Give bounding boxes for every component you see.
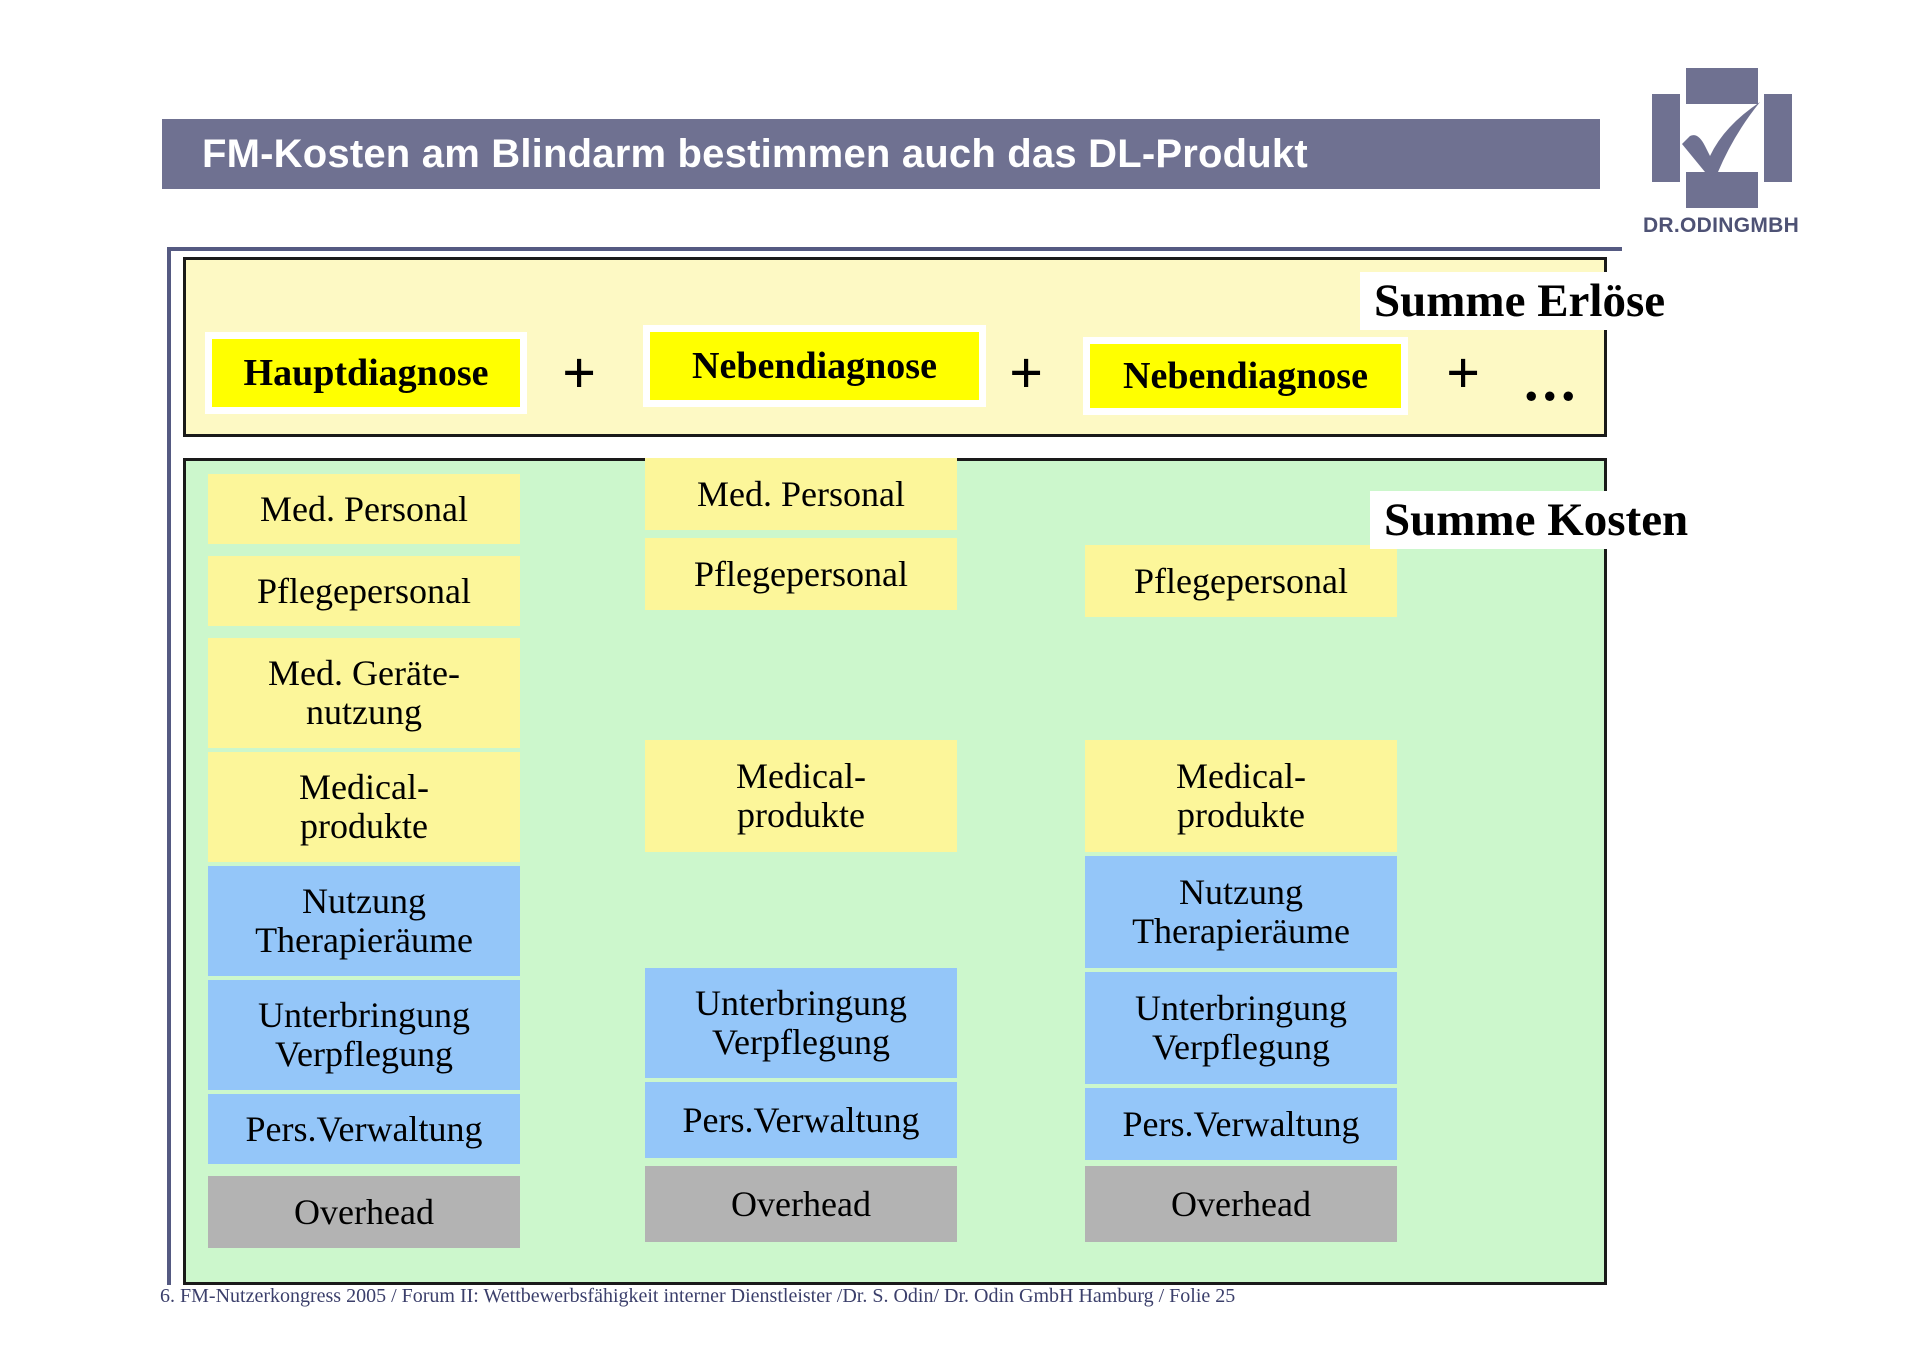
cost-item[interactable]: Medical-produkte: [1085, 740, 1397, 852]
company-logo: DR.ODINGMBH: [1630, 68, 1812, 248]
cost-item[interactable]: Medical-produkte: [208, 752, 520, 862]
plus-operator-3: +: [1446, 340, 1481, 406]
frame-top-rule: [167, 247, 1622, 251]
cost-item-label: Overhead: [731, 1183, 871, 1224]
cost-item-label: Medical-produkte: [299, 767, 429, 846]
cost-item[interactable]: Pers.Verwaltung: [645, 1082, 957, 1158]
cost-item[interactable]: Overhead: [645, 1166, 957, 1242]
ellipsis-marker: ...: [1524, 348, 1580, 413]
logo-wordmark: DR.ODINGMBH: [1642, 214, 1800, 237]
cost-item[interactable]: Overhead: [1085, 1166, 1397, 1242]
cost-item[interactable]: Medical-produkte: [645, 740, 957, 852]
cost-item[interactable]: Overhead: [208, 1176, 520, 1248]
cost-item[interactable]: Pflegepersonal: [208, 556, 520, 626]
cost-item-label: Pflegepersonal: [694, 553, 908, 594]
cost-item-label: Pers.Verwaltung: [682, 1099, 920, 1140]
summe-erloese-label: Summe Erlöse: [1360, 272, 1680, 330]
cost-item[interactable]: Pers.Verwaltung: [1085, 1088, 1397, 1160]
cost-item-label: Medical-produkte: [1176, 756, 1306, 835]
cost-item-label: Med. Geräte-nutzung: [268, 653, 460, 732]
cost-item-label: Overhead: [1171, 1183, 1311, 1224]
cost-item-label: Pflegepersonal: [257, 570, 471, 611]
cost-item-label: Pflegepersonal: [1134, 560, 1348, 601]
frame-left-rule: [167, 247, 171, 1285]
slide-title-bar: FM-Kosten am Blindarm bestimmen auch das…: [162, 119, 1600, 189]
page-title: FM-Kosten am Blindarm bestimmen auch das…: [202, 131, 1308, 176]
cost-item[interactable]: Med. Geräte-nutzung: [208, 638, 520, 748]
cost-item[interactable]: Pflegepersonal: [645, 538, 957, 610]
cost-item-label: Overhead: [294, 1191, 434, 1232]
cost-item-label: Med. Personal: [697, 473, 905, 514]
plus-operator-1: +: [562, 340, 597, 406]
cost-item-label: Medical-produkte: [736, 756, 866, 835]
summe-kosten-label: Summe Kosten: [1370, 491, 1703, 549]
plus-operator-2: +: [1009, 340, 1044, 406]
cost-item[interactable]: Med. Personal: [208, 474, 520, 544]
cost-item[interactable]: Pers.Verwaltung: [208, 1094, 520, 1164]
cost-item-label: Med. Personal: [260, 488, 468, 529]
checkmark-icon: [1682, 102, 1760, 176]
logo-mark-icon: [1652, 68, 1792, 208]
cost-item-label: Pers.Verwaltung: [245, 1108, 483, 1149]
diagnosis-chip-nebendiagnose-1[interactable]: Nebendiagnose: [643, 325, 986, 407]
slide-footer: 6. FM-Nutzerkongress 2005 / Forum II: We…: [160, 1285, 1236, 1307]
diagnosis-chip-hauptdiagnose[interactable]: Hauptdiagnose: [205, 332, 527, 414]
cost-item[interactable]: Pflegepersonal: [1085, 545, 1397, 617]
cost-item[interactable]: Med. Personal: [645, 458, 957, 530]
diagnosis-chip-nebendiagnose-2[interactable]: Nebendiagnose: [1083, 337, 1408, 415]
cost-item-label: Pers.Verwaltung: [1122, 1103, 1360, 1144]
